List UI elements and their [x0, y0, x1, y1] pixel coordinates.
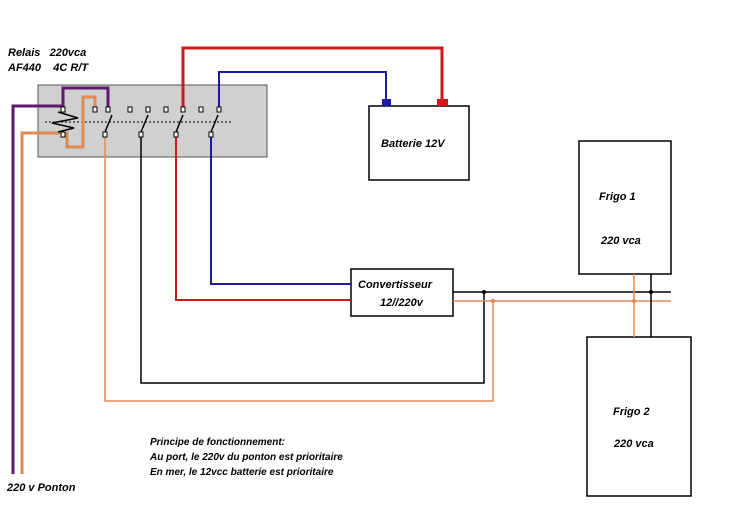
fridge2-voltage: 220 vca — [613, 438, 654, 450]
principle-line2: En mer, le 12vcc batterie est prioritair… — [150, 467, 334, 478]
blue-wire-relay-to-converter — [210, 137, 351, 285]
relay-title-line2: AF440 4C R/T — [7, 62, 89, 74]
battery-label: Batterie 12V — [381, 138, 446, 150]
fridge1-name: Frigo 1 — [599, 191, 636, 203]
fridge2-name: Frigo 2 — [613, 406, 650, 418]
ponton-label: 220 v Ponton — [6, 482, 76, 494]
fridge2-box — [586, 336, 692, 497]
junction-dot — [632, 299, 636, 303]
blue-wire-battery-to-relay — [218, 71, 387, 107]
battery-positive-terminal — [437, 99, 448, 106]
orange-wire-relay-to-bus — [104, 137, 494, 402]
fridge1-voltage: 220 vca — [600, 235, 641, 247]
junction-dot — [649, 290, 653, 294]
red-wire-battery-to-relay — [181, 46, 444, 107]
relay-switch-blades — [104, 114, 219, 133]
fridge1-box — [578, 140, 672, 275]
relay-title-line1: Relais 220vca — [8, 47, 86, 59]
purple-ponton-wire — [11, 86, 110, 474]
junction-dot — [491, 299, 495, 303]
battery-box — [368, 105, 470, 181]
converter-label-line2: 12//220v — [380, 297, 424, 309]
red-wire-relay-to-converter — [175, 137, 351, 301]
principle-heading: Principe de fonctionnement: — [150, 437, 285, 448]
junction-dot — [482, 290, 486, 294]
battery-negative-terminal — [382, 99, 391, 106]
converter-label-line1: Convertisseur — [358, 279, 433, 291]
relay-coil-symbol — [51, 111, 79, 133]
relay-box — [37, 84, 268, 158]
principle-line1: Au port, le 220v du ponton est prioritai… — [149, 452, 343, 463]
orange-ponton-wire — [20, 95, 97, 474]
relay-contacts — [60, 106, 222, 138]
black-wire-relay-to-bus — [140, 137, 485, 384]
